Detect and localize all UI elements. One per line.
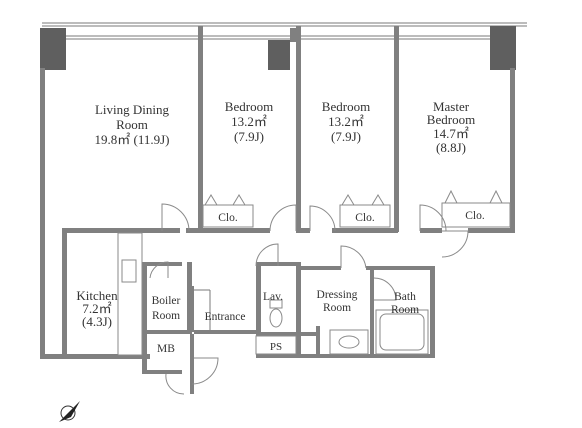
kitchen-label: Kitchen — [76, 288, 118, 303]
wall-boiler-south — [142, 330, 192, 334]
dressing-label-1: Dressing — [317, 289, 358, 301]
bed2-label: Bedroom — [322, 99, 370, 114]
kitchen-sink — [121, 259, 137, 283]
wall-seg-d — [332, 228, 398, 233]
door-mb — [165, 373, 185, 395]
wall-dressing-bath — [370, 270, 374, 358]
kitchen-counter — [117, 232, 143, 356]
closet-doors-bed2 — [341, 194, 385, 206]
door-master — [419, 204, 447, 232]
column-mid — [268, 40, 290, 70]
ps-label: PS — [270, 341, 282, 353]
bed1-label: Bedroom — [225, 99, 273, 114]
door-master-2 — [441, 230, 469, 258]
lav-label: Lav. — [263, 291, 283, 303]
bathtub-inner — [379, 313, 425, 351]
wall-mb-east — [190, 334, 194, 394]
bed2-jo: (7.9J) — [331, 129, 361, 144]
closet-doors-master — [444, 189, 503, 204]
wall-seg-f — [468, 228, 515, 233]
wall-bath-top — [366, 266, 432, 270]
washbasin — [338, 335, 360, 349]
wall-kitchen-east — [142, 262, 147, 358]
master-label-1: Master — [433, 99, 470, 114]
wall-bed2-master — [394, 26, 399, 232]
bed1-jo: (7.9J) — [234, 129, 264, 144]
wall-bed1-bed2 — [296, 26, 301, 232]
north-arrow-icon — [59, 401, 80, 422]
boiler-label-2: Room — [152, 310, 180, 322]
door-living — [161, 203, 190, 232]
door-dressing — [340, 245, 367, 269]
column-mid-top — [290, 28, 296, 42]
wall-lav-east — [296, 262, 301, 358]
door-boiler — [149, 261, 169, 279]
dressing-label-2: Room — [323, 302, 351, 314]
wall-dressing-top — [301, 266, 341, 270]
master-label-2: Bedroom — [427, 112, 475, 127]
bath-label-1: Bath — [394, 291, 416, 303]
living-size: 19.8㎡ (11.9J) — [95, 132, 170, 147]
wall-living-bed1 — [198, 26, 203, 232]
living-label-2: Room — [116, 117, 148, 132]
door-bed2 — [309, 205, 336, 232]
wall-west — [40, 68, 45, 358]
mb-label: MB — [157, 343, 175, 355]
door-lav — [255, 243, 279, 267]
wall-seg-a — [186, 228, 198, 233]
wall-seg-e — [420, 228, 442, 233]
wall-lav-west — [256, 262, 261, 358]
wall-south-core — [256, 354, 432, 358]
column-right — [490, 26, 516, 70]
bed1-area: 13.2㎡ — [231, 114, 267, 129]
wall-bath-east — [430, 266, 435, 358]
closet-master — [441, 202, 511, 228]
wall-living-south — [62, 228, 180, 233]
wall-mb-south — [142, 370, 182, 374]
wall-kitchen-west — [62, 228, 67, 356]
toilet-tank — [269, 299, 283, 309]
wall-south-kitchen — [40, 354, 150, 359]
wall-entrance-west — [190, 286, 194, 332]
wall-seg-b — [198, 228, 270, 233]
wall-ps — [316, 326, 320, 356]
wall-lav-top — [256, 262, 296, 266]
closet-bed2 — [339, 204, 391, 228]
closet-bed1-label: Clo. — [218, 212, 238, 224]
wall-mb-west — [142, 334, 147, 374]
wall-boiler-east — [187, 262, 192, 332]
door-entrance — [191, 357, 219, 385]
master-area: 14.7㎡ — [433, 126, 469, 141]
bed2-area: 13.2㎡ — [328, 114, 364, 129]
bath-label-2: Room — [391, 304, 419, 316]
closet-bed2-label: Clo. — [355, 212, 375, 224]
kitchen-area: 7.2㎡ — [82, 301, 111, 316]
closet-master-label: Clo. — [465, 210, 485, 222]
door-bed1 — [269, 204, 297, 232]
door-bath — [373, 277, 397, 301]
closet-bed1 — [202, 204, 254, 228]
wall-entrance-south — [194, 330, 256, 334]
column-left — [40, 28, 66, 70]
wall-boiler-top — [142, 262, 182, 266]
living-label-1: Living Dining — [95, 102, 170, 117]
boiler-label-1: Boiler — [152, 295, 181, 307]
kitchen-jo: (4.3J) — [82, 314, 112, 329]
wall-east — [510, 68, 515, 228]
toilet — [269, 308, 283, 328]
ps-box — [255, 335, 297, 355]
wall-lav-south — [256, 332, 320, 336]
closet-doors-bed1 — [204, 194, 246, 206]
wall-seg-c — [296, 228, 310, 233]
entrance-label: Entrance — [205, 311, 246, 323]
master-jo: (8.8J) — [436, 140, 466, 155]
